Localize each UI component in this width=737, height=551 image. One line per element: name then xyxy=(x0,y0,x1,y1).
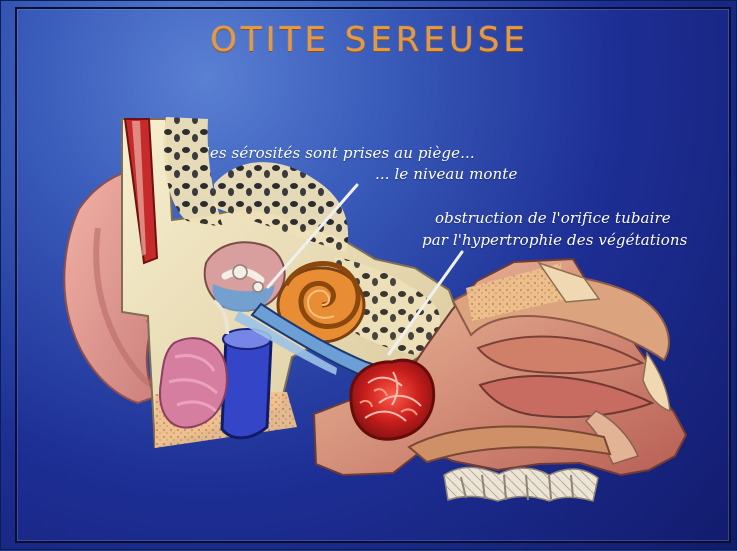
adenoid-obstruction xyxy=(351,360,434,439)
